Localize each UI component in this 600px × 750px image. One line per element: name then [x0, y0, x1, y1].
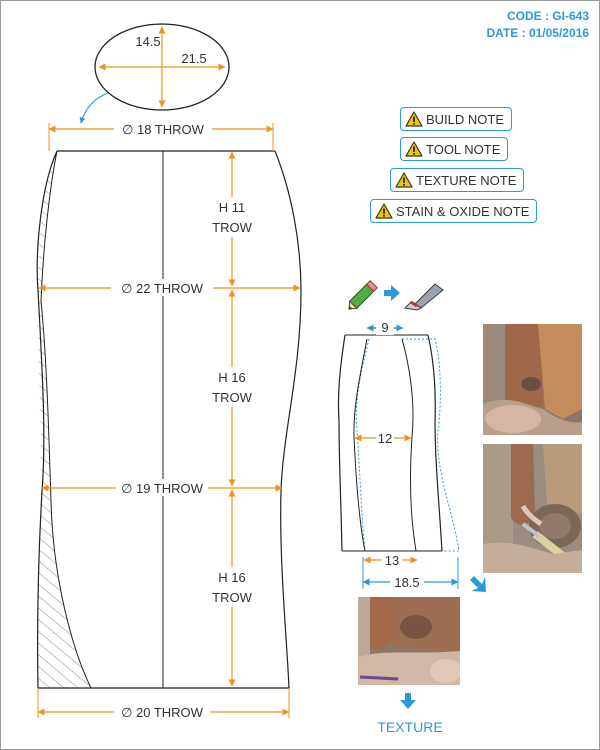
- tool-note-label: TOOL NOTE: [426, 141, 501, 157]
- low-throw-label: ∅ 19 THROW: [121, 481, 204, 496]
- mid-throw-label: ∅ 22 THROW: [121, 281, 204, 296]
- date-label: DATE : 01/05/2016: [486, 26, 590, 40]
- build-note-label: BUILD NOTE: [426, 111, 505, 127]
- h1-unit: TROW: [212, 220, 252, 235]
- process-photo-3: [358, 597, 460, 685]
- arrow-right-icon: [384, 285, 400, 301]
- warning-icon: [405, 111, 423, 127]
- texture-note-label: TEXTURE NOTE: [416, 172, 517, 188]
- small-mid-label: 12: [378, 431, 392, 446]
- code-label: CODE : GI-643: [506, 9, 589, 23]
- h3-value: H 16: [218, 570, 245, 585]
- carving-knife-icon: [403, 283, 444, 311]
- stain-oxide-note-label: STAIN & OXIDE NOTE: [396, 203, 530, 219]
- h1-value: H 11: [219, 200, 246, 215]
- tool-note-button[interactable]: TOOL NOTE: [400, 137, 509, 161]
- warning-icon: [405, 141, 423, 157]
- h2-unit: TROW: [212, 390, 252, 405]
- h2-value: H 16: [218, 370, 245, 385]
- small-profile-drawing: 9 12 13 18.5: [337, 319, 460, 590]
- small-outer-label: 18.5: [394, 575, 419, 590]
- build-note-button[interactable]: BUILD NOTE: [400, 107, 513, 131]
- vessel-profile: [36, 150, 302, 689]
- ellipse-major-label: 21.5: [181, 51, 206, 66]
- texture-note-button[interactable]: TEXTURE NOTE: [390, 168, 525, 192]
- sheet-header: CODE : GI-643 DATE : 01/05/2016: [487, 8, 590, 42]
- top-throw-label: ∅ 18 THROW: [122, 122, 205, 137]
- height-dimensions: H 11 TROW H 16 TROW H 16 TROW: [207, 151, 257, 687]
- h3-unit: TROW: [212, 590, 252, 605]
- top-opening-ellipse: 14.5 21.5: [79, 23, 230, 124]
- throw-dimensions: ∅ 18 THROW ∅ 22 THROW ∅ 19 THROW ∅ 20 TH…: [37, 120, 301, 720]
- base-throw-label: ∅ 20 THROW: [121, 705, 204, 720]
- stain-oxide-note-button[interactable]: STAIN & OXIDE NOTE: [370, 199, 538, 223]
- process-photo-1: [483, 324, 582, 435]
- hatched-wall-section: [37, 151, 91, 688]
- ellipse-minor-label: 14.5: [135, 34, 160, 49]
- texture-label: TEXTURE: [377, 719, 443, 735]
- pencil-icon: [348, 280, 378, 310]
- process-photo-2: [483, 444, 582, 573]
- arrow-down-icon: [400, 576, 486, 709]
- warning-icon: [375, 203, 393, 219]
- warning-icon: [395, 172, 413, 188]
- small-base-label: 13: [385, 553, 399, 568]
- small-top-label: 9: [381, 320, 388, 335]
